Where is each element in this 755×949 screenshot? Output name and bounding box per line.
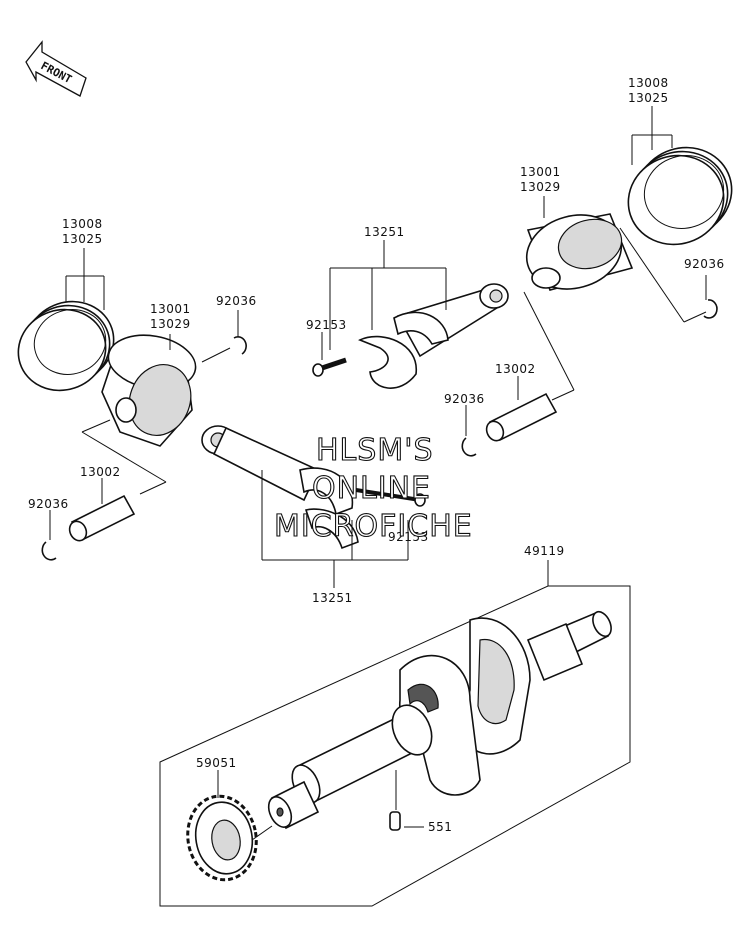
front-arrow-icon: FRONT bbox=[25, 40, 87, 97]
piston-pin-left bbox=[68, 494, 136, 542]
label-circlip-left-top: 92036 bbox=[216, 294, 257, 308]
label-rings-left-a: 13008 bbox=[62, 217, 103, 231]
label-dowel: 551 bbox=[428, 820, 452, 834]
label-piston-left-a: 13001 bbox=[150, 302, 191, 316]
crank-gear bbox=[186, 794, 258, 882]
piston-rings-right bbox=[627, 146, 733, 246]
label-conrod-top: 13251 bbox=[364, 225, 405, 239]
connecting-rod-top bbox=[358, 283, 509, 389]
label-circlip-mid: 92036 bbox=[444, 392, 485, 406]
connecting-rod-bottom bbox=[201, 425, 359, 550]
watermark: HLSM'S ONLINE MICROFICHE bbox=[273, 432, 473, 544]
label-piston-left-b: 13029 bbox=[150, 317, 191, 331]
label-circlip-left: 92036 bbox=[28, 497, 69, 511]
circlip-right bbox=[703, 299, 718, 319]
label-piston-right-a: 13001 bbox=[520, 165, 561, 179]
label-conrod-bottom: 13251 bbox=[312, 591, 353, 605]
circlip-mid bbox=[461, 437, 477, 457]
piston-left bbox=[101, 334, 197, 447]
circlip-left bbox=[41, 541, 57, 561]
label-rings-left-b: 13025 bbox=[62, 232, 103, 246]
label-piston-right-b: 13029 bbox=[520, 180, 561, 194]
piston-pin-right bbox=[485, 392, 558, 442]
label-rings-right-b: 13025 bbox=[628, 91, 669, 105]
piston-right bbox=[525, 213, 634, 291]
watermark-line3: MICROFICHE bbox=[274, 509, 473, 544]
circlip-left-top bbox=[233, 336, 247, 355]
crankshaft bbox=[267, 610, 612, 830]
label-pin-left: 13002 bbox=[80, 465, 121, 479]
bolt-top bbox=[312, 357, 347, 377]
label-crankshaft: 49119 bbox=[524, 544, 565, 558]
label-circlip-right: 92036 bbox=[684, 257, 725, 271]
label-bolt-top: 92153 bbox=[306, 318, 347, 332]
watermark-line1: HLSM'S bbox=[316, 433, 434, 468]
watermark-line2: ONLINE bbox=[312, 471, 431, 506]
piston-rings-left bbox=[17, 300, 115, 392]
dowel-pin bbox=[389, 811, 401, 831]
label-pin-right: 13002 bbox=[495, 362, 536, 376]
bolt-bottom bbox=[355, 488, 426, 507]
label-rings-right-a: 13008 bbox=[628, 76, 669, 90]
label-gear: 59051 bbox=[196, 756, 237, 770]
